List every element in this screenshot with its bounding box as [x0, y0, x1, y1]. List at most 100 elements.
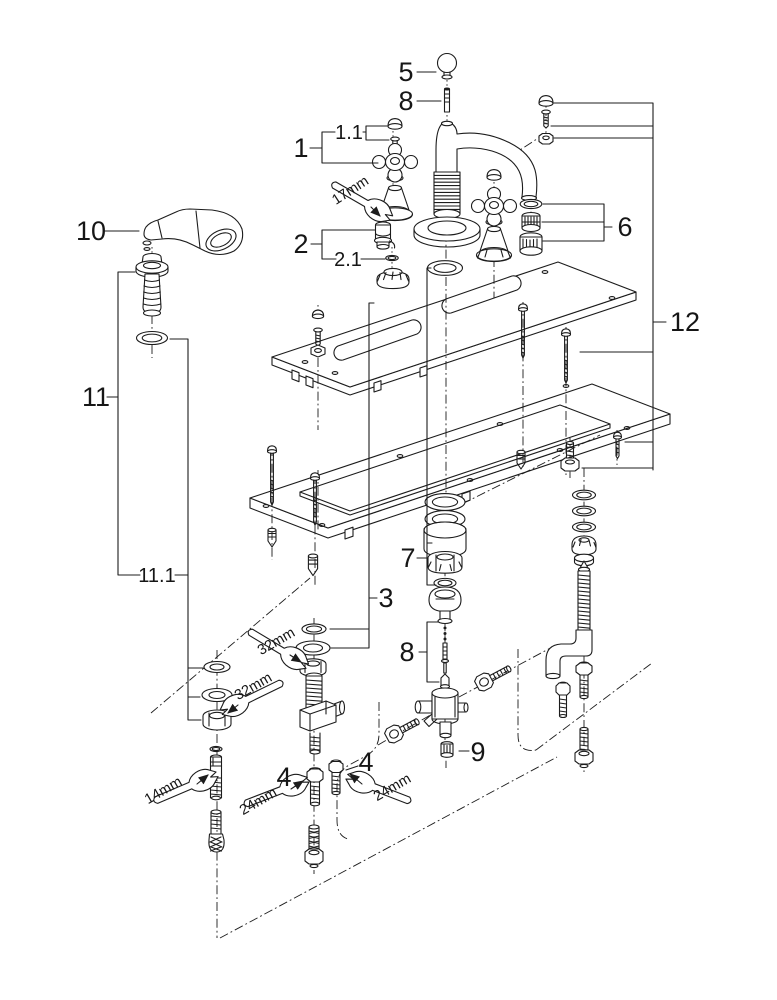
riser-elbow — [546, 630, 592, 679]
hose-end-with-nut — [305, 825, 323, 868]
holder-o-ring — [135, 330, 169, 346]
cross-handle — [371, 142, 419, 183]
cross-handle — [470, 186, 518, 227]
left-riser-assembly — [296, 623, 345, 754]
callout-6: 6 — [617, 212, 632, 242]
deck-plate-upper — [272, 262, 636, 395]
hex-nipple — [576, 662, 592, 699]
callout-1: 1 — [293, 133, 308, 163]
riser-block-elbow — [300, 701, 345, 731]
long-screw — [562, 329, 571, 388]
handle-base-rosette — [377, 268, 409, 288]
spout-base-ring — [414, 217, 480, 247]
aerator-parts — [519, 198, 543, 255]
callout-10: 10 — [76, 216, 106, 246]
aerator-o-ring — [519, 198, 543, 210]
spout-pin — [445, 88, 450, 112]
callout-leaders — [104, 72, 666, 778]
arrow-icon — [370, 206, 381, 217]
gland-nut — [428, 552, 462, 574]
callout-4-right: 4 — [358, 747, 373, 777]
long-screw — [268, 446, 277, 505]
adapter-nipple — [441, 742, 453, 758]
long-screw — [311, 473, 320, 525]
diverter-knob — [429, 587, 461, 624]
hand-spray — [143, 209, 243, 255]
tool-icons — [149, 174, 416, 815]
cartridge-o-ring — [385, 255, 399, 261]
callout-4-left: 4 — [276, 762, 291, 792]
top-right-fasteners — [538, 95, 554, 145]
diverter-assembly — [423, 492, 467, 689]
arrow-icon — [290, 653, 302, 663]
hose-nipple-right4 — [329, 760, 343, 795]
valve-body — [415, 688, 468, 757]
o-ring — [433, 577, 457, 589]
spout-threaded-shank — [434, 172, 460, 219]
o-ring — [571, 521, 597, 533]
callout-9: 9 — [470, 737, 485, 767]
o-ring — [423, 492, 467, 512]
tool-label-24mm-left: 24mm — [237, 785, 280, 819]
hex-bolt — [561, 442, 579, 472]
callout-11: 11 — [82, 382, 110, 412]
lock-nut — [203, 710, 231, 730]
spray-holder — [135, 254, 169, 346]
hose-knurled-end — [209, 810, 224, 852]
callout-labels: 5 8 1 1.1 2 2.1 10 11 11.1 6 12 3 7 8 4 … — [76, 57, 700, 792]
callout-8-top: 8 — [398, 86, 413, 116]
hex-bolt-diagonal — [473, 661, 514, 693]
gland-dome — [572, 536, 596, 555]
spray-hose-parts — [202, 662, 232, 853]
callout-3: 3 — [378, 583, 393, 613]
washer — [202, 689, 232, 702]
screw-cap — [311, 309, 325, 319]
deck-plate-lower — [250, 384, 670, 539]
spout-assembly — [414, 54, 537, 277]
callout-2: 2 — [293, 229, 308, 259]
callout-5: 5 — [398, 57, 413, 87]
right-riser-assembly — [546, 489, 597, 767]
connector-bolts — [383, 661, 514, 745]
hex-bolt-diagonal — [383, 714, 422, 745]
hose-fittings — [305, 760, 343, 868]
wall-anchor — [307, 553, 319, 577]
hose-nipple-left4 — [307, 768, 323, 806]
aerator-housing — [520, 233, 542, 255]
mounting-screws — [268, 304, 622, 577]
hose-nut — [575, 727, 593, 767]
callout-8-bottom: 8 — [399, 637, 414, 667]
callout-12: 12 — [670, 307, 700, 337]
threaded-rod — [578, 561, 590, 633]
callout-2-1: 2.1 — [334, 249, 362, 271]
handle-escutcheon — [475, 225, 513, 263]
handle-cap — [387, 118, 403, 130]
hose-connector-14mm — [211, 755, 222, 800]
o-ring — [571, 505, 597, 517]
callout-1-1: 1.1 — [335, 122, 363, 144]
long-screw — [519, 304, 528, 358]
washer — [204, 662, 230, 673]
handle-cap — [486, 169, 502, 181]
o-ring-small — [209, 746, 223, 752]
riser-nipple — [310, 733, 320, 754]
upper-plate-fasteners — [311, 309, 325, 357]
knob-ball — [438, 54, 457, 73]
square-nut — [539, 134, 553, 145]
tool-label-14mm: 14mm — [142, 774, 185, 808]
holder-ribbed-shank — [143, 274, 161, 316]
arrow-icon — [197, 774, 209, 784]
callout-11-1: 11.1 — [138, 565, 175, 587]
arrow-icon — [349, 773, 362, 784]
diverter-pin — [442, 643, 449, 673]
screw-cap — [538, 95, 554, 107]
spacer-sleeve — [424, 522, 466, 557]
o-ring — [301, 623, 327, 635]
o-ring — [571, 489, 597, 501]
callout-7: 7 — [400, 543, 415, 573]
aerator-insert — [522, 213, 540, 232]
arrow-icon — [227, 703, 238, 714]
arrow-icon — [291, 780, 304, 790]
